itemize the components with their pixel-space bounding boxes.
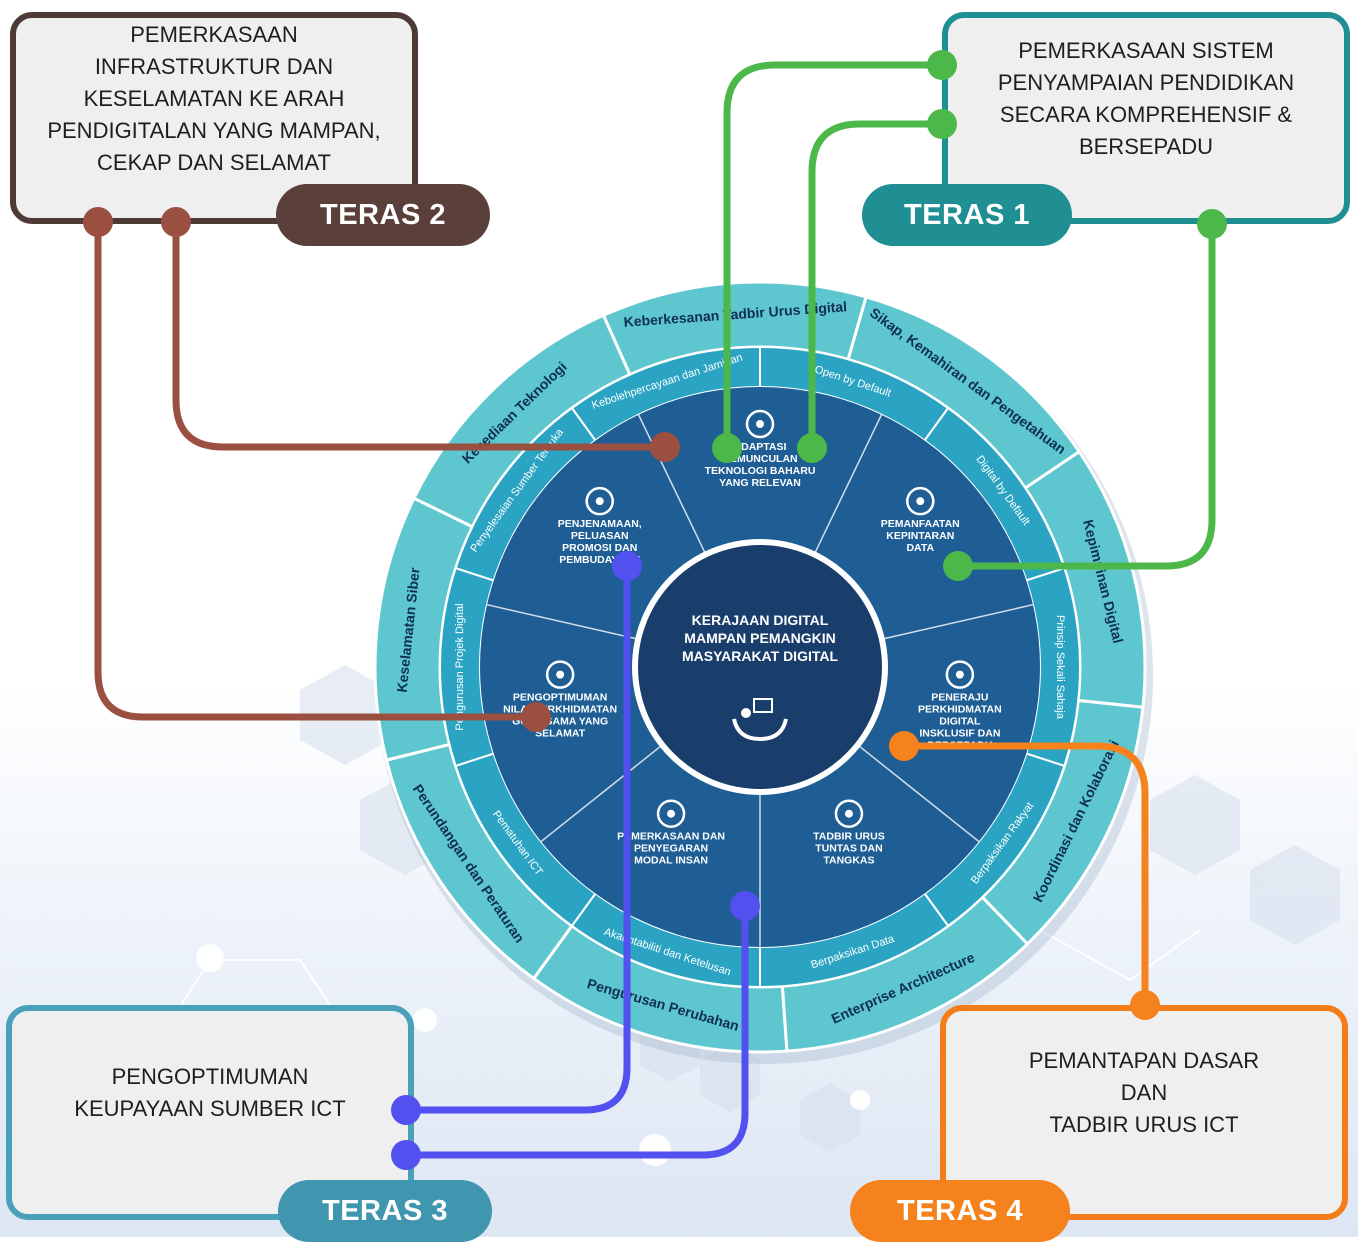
middle-ring-label: Pengurusan Projek Digital [454,603,466,730]
teras-3-tag: TERAS 3 [278,1180,492,1242]
teras-3-text: PENGOPTIMUMAN KEUPAYAAN SUMBER ICT [74,1063,346,1121]
teras-1-text: PEMERKASAAN SISTEM PENYAMPAIAN PENDIDIKA… [997,38,1295,159]
center-disc [638,545,882,789]
institution-icon [834,799,864,828]
middle-ring-label: Prinsip Sekali Sahaja [1054,615,1066,720]
team-icon [656,799,686,828]
teras-2-tag: TERAS 2 [276,184,490,246]
teras-4-text: PEMANTAPAN DASAR DAN TADBIR URUS ICT [1028,1047,1260,1137]
hands-presentation-icon [732,698,788,742]
teras-4-tag: TERAS 4 [850,1180,1070,1242]
teras-3-box: PENGOPTIMUMAN KEUPAYAAN SUMBER ICT [6,1005,414,1220]
teras-2-text: PEMERKASAAN INFRASTRUKTUR DAN KESELAMATA… [47,22,381,175]
teras-1-tag: TERAS 1 [862,184,1072,246]
network-nodes-icon [906,486,935,516]
fingerprint-icon [945,660,975,689]
target-icon [585,486,614,516]
inner-segment-divider [878,603,1034,641]
